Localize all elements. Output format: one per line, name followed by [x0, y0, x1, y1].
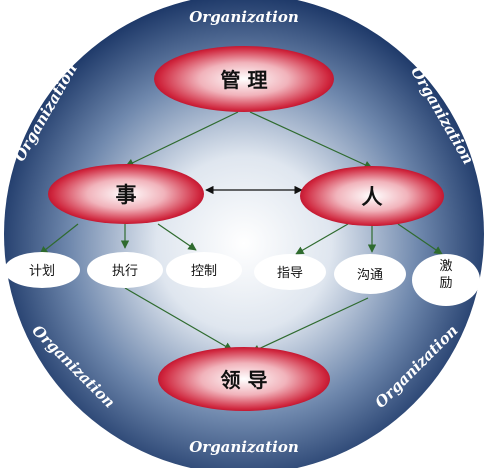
node-left-label: 事 [116, 183, 137, 207]
right-child-1-label: 指导 [277, 266, 303, 281]
node-top: 管 理 [154, 46, 334, 112]
arrow-top-to-right [249, 111, 373, 169]
right-child-3: 激励 [412, 254, 480, 306]
node-bottom: 领 导 [158, 347, 330, 411]
arrow-top-to-left [125, 111, 239, 167]
arrow-left-to-child-1 [39, 223, 79, 255]
left-child-2-label: 执行 [112, 264, 138, 279]
arrow-child-to-bottom-right [251, 297, 369, 353]
right-child-2: 沟通 [334, 254, 406, 294]
left-child-3-label: 控制 [191, 264, 217, 279]
arrow-left-to-child-3 [157, 223, 197, 251]
right-child-3-label: 激励 [439, 259, 452, 291]
left-child-1-label: 计划 [29, 264, 55, 279]
node-right-label: 人 [362, 185, 383, 209]
background-circle [4, 0, 484, 468]
node-right: 人 [300, 166, 444, 226]
ring-label-top: Organization [189, 8, 299, 26]
right-child-1: 指导 [254, 254, 326, 290]
node-top-label: 管 理 [221, 68, 268, 92]
arrow-child-to-bottom-left [124, 287, 233, 351]
right-child-2-label: 沟通 [357, 268, 383, 283]
node-bottom-label: 领 导 [221, 368, 268, 392]
left-child-2: 执行 [87, 252, 163, 288]
arrow-right-to-child-3 [397, 223, 443, 255]
connectors [39, 111, 443, 353]
ring-label-bottom: Organization [189, 438, 299, 456]
left-child-1: 计划 [4, 252, 80, 288]
node-left: 事 [48, 164, 204, 224]
left-child-3: 控制 [166, 252, 242, 288]
arrow-right-to-child-1 [295, 223, 349, 255]
